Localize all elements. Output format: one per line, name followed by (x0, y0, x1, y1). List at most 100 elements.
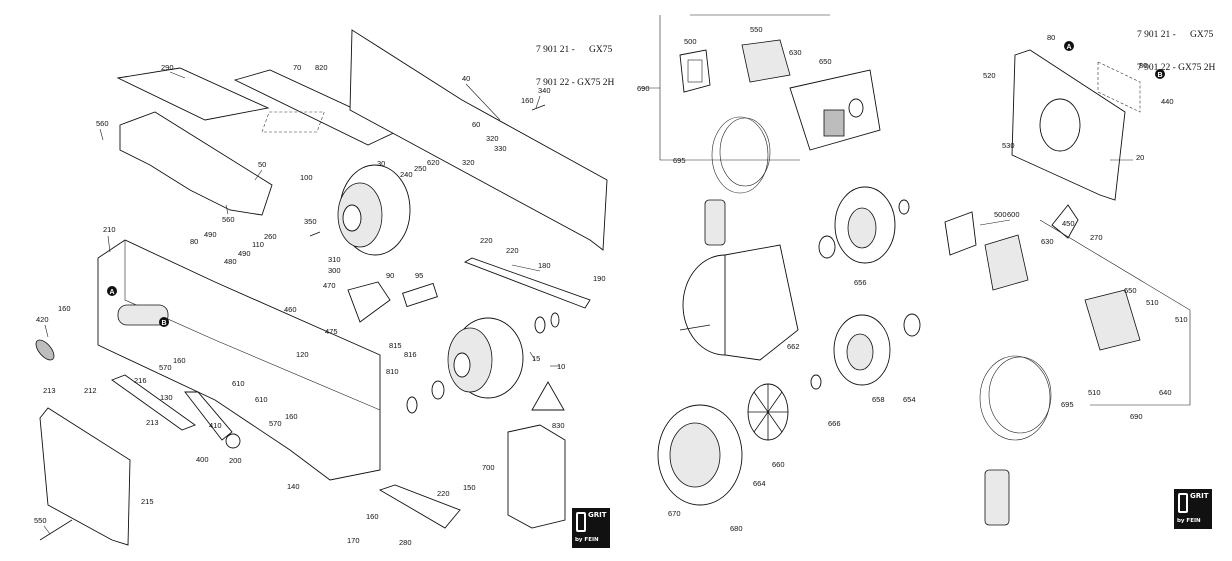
screw-340 (531, 104, 546, 111)
leader-lines (43, 71, 1133, 535)
callout: 310 (328, 255, 341, 264)
box-630 (984, 234, 1029, 291)
logo-by: by FEIN (575, 537, 599, 543)
model-line-2: 7 901 22 - GX75 2H (1137, 63, 1216, 73)
callout: 160 (173, 356, 186, 365)
callout: 470 (323, 281, 336, 290)
callout: 80 (1047, 33, 1055, 42)
callout: 350 (304, 217, 317, 226)
model-header-left: 7 901 21 - GX75 7 901 22 - GX75 2H (536, 23, 614, 100)
callout: 70 (293, 63, 301, 72)
callout: 30 (377, 159, 385, 168)
callout-labels-right: 500 550 630 650 690 695 600 656 662 664 … (637, 25, 1188, 533)
gasket-500 (679, 49, 711, 93)
bearing (406, 396, 418, 414)
bearing-656 (818, 235, 836, 259)
bearing (534, 316, 546, 334)
ring-654 (810, 374, 822, 390)
callout: 820 (315, 63, 328, 72)
callout: 680 (730, 524, 743, 533)
logo-word: GRIT (1190, 492, 1209, 500)
callout: 50 (258, 160, 266, 169)
callout: 610 (255, 395, 268, 404)
callout: 695 (1061, 400, 1074, 409)
fan-cover-grille (669, 422, 721, 488)
callout: 450 (1062, 219, 1075, 228)
callout-labels-left: 290 70 820 40 340 160 560 60 330 320 320… (34, 63, 606, 547)
fan-660 (747, 383, 789, 441)
cable-coil-695 (719, 117, 771, 187)
callout: 510 (1088, 388, 1101, 397)
switch-650 (823, 109, 845, 137)
callout: 695 (673, 156, 686, 165)
callout: 600 (1007, 210, 1020, 219)
warning-sign (531, 381, 565, 411)
callout: 200 (229, 456, 242, 465)
callout: 216 (134, 376, 147, 385)
callout: 480 (224, 257, 237, 266)
callout: 475 (325, 327, 338, 336)
callout: 20 (1136, 153, 1144, 162)
logo-word: GRIT (588, 511, 607, 519)
callout: 130 (160, 393, 173, 402)
callout: 560 (96, 119, 109, 128)
marker-A: A (1067, 44, 1072, 51)
grit-mark-icon (1178, 493, 1188, 513)
callout: 215 (141, 497, 154, 506)
callout: 10 (557, 362, 565, 371)
callout: 160 (521, 96, 534, 105)
callout: 440 (1161, 97, 1174, 106)
callout: 410 (209, 421, 222, 430)
callout: 620 (427, 158, 440, 167)
callout: 550 (750, 25, 763, 34)
sheet-50 (119, 111, 273, 216)
callout: 212 (84, 386, 97, 395)
markers: A B A B (107, 41, 1165, 327)
bar-150 (378, 484, 461, 529)
callout: 510 (1146, 298, 1159, 307)
callout: 650 (819, 57, 832, 66)
cable-coil-695-right (979, 355, 1051, 441)
callout: 650 (1124, 286, 1137, 295)
handle-130 (184, 391, 233, 441)
callout: 110 (252, 240, 264, 249)
housing-210-edge (124, 240, 381, 411)
logo-by: by FEIN (1177, 518, 1201, 524)
plate-20-hole (1039, 98, 1081, 152)
callout: 630 (789, 48, 802, 57)
leader-group (1039, 219, 1191, 406)
callout: 660 (772, 460, 785, 469)
callout: 320 (462, 158, 475, 167)
screw-350 (309, 231, 321, 237)
flange-656-inner (847, 207, 877, 249)
plug-695 (704, 199, 726, 246)
callout: 520 (983, 71, 996, 80)
callout: 60 (472, 120, 480, 129)
callout: 320 (486, 134, 499, 143)
callout: 160 (58, 304, 71, 313)
callout: 150 (463, 483, 476, 492)
plate-70-outline (261, 111, 325, 133)
plate-95 (402, 282, 438, 308)
callout: 40 (462, 74, 470, 83)
leader-group (659, 15, 800, 161)
slot-A (117, 304, 169, 326)
housing-210 (97, 239, 381, 481)
callout: 340 (538, 86, 551, 95)
plate-20-dashbox (1097, 61, 1141, 113)
callout: 656 (854, 278, 867, 287)
callout: 664 (753, 479, 766, 488)
callout: 690 (1130, 412, 1143, 421)
model-line-1: 7 901 21 - GX75 (536, 45, 613, 55)
callout: 490 (238, 249, 251, 258)
grit-mark-icon (576, 512, 586, 532)
callout: 420 (36, 315, 49, 324)
marker-A: A (110, 289, 115, 296)
gasket-500-right (944, 211, 977, 256)
callout: 530 (1002, 141, 1015, 150)
handle-420 (35, 339, 55, 361)
callout: 280 (399, 538, 412, 547)
grit-logo-left: GRIT by FEIN (572, 508, 610, 548)
callout: 80 (1139, 61, 1147, 70)
